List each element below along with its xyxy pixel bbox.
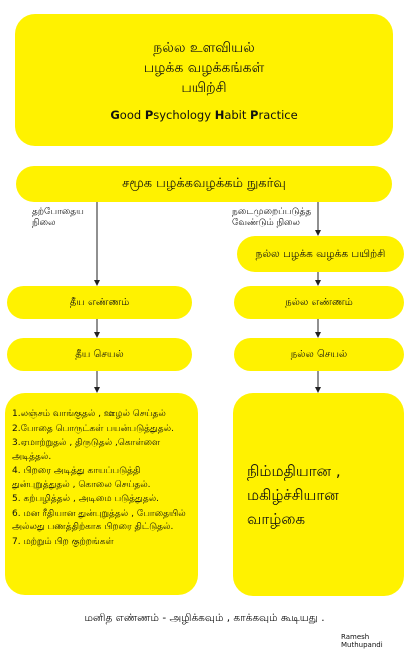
subtitle-english: Good Psychology Habit Practice — [110, 108, 298, 122]
list-item: 2.போதை பொருட்கள் பயன்படுத்துதல். — [12, 423, 174, 434]
list-item: 1.லஞ்சம் வாங்குதல் , ஊழல் செய்தல் — [12, 409, 166, 419]
good-life-line-1: நிம்மதியான , — [247, 461, 341, 480]
good-life-line-3: வாழ்கை — [247, 509, 306, 528]
footer-text: மனித எண்ணம் - அழிக்கவும் , காக்கவும் கூட… — [84, 612, 325, 624]
good-life-box: நிம்மதியான , மகிழ்ச்சியான வாழ்கை — [233, 393, 404, 596]
title-line-1: நல்ல உளவியல் — [153, 40, 255, 56]
bad-action-box: தீய செயல் — [7, 338, 192, 371]
list-item: 5. கற்பழித்தல் , அடிமை படுத்துதல். — [12, 494, 160, 505]
good-habit-practice-box: நல்ல பழக்க வழக்க பயிற்சி — [237, 236, 404, 272]
bad-thought-box: தீய எண்ணம் — [7, 286, 192, 319]
author-credit: Ramesh Muthupandi — [341, 633, 383, 649]
good-action-box: நல்ல செயல் — [234, 338, 404, 371]
title-line-2: பழக்க வழக்கங்கள் — [143, 60, 265, 76]
list-item: 4. பிறரை அடித்து காயப்படுத்தி துன்புறுத்… — [12, 466, 151, 490]
current-state-label: தற்போதைய நிலை — [32, 207, 84, 228]
required-state-label: நடைமுறைப்படுத்த வேண்டும் நிலை — [232, 207, 312, 228]
title-line-3: பயிற்சி — [181, 80, 227, 96]
list-item: 6. மன ரீதியான துன்புறுத்தல் , போதையில் அ… — [12, 508, 186, 533]
good-life-line-2: மகிழ்ச்சியான — [247, 485, 339, 504]
list-item: 3.ஏமாற்றுதல் , திருடுதல் ,கொள்ளை அடித்தல… — [12, 438, 161, 462]
good-thought-box: நல்ல எண்ணம் — [234, 286, 404, 319]
title-box: நல்ல உளவியல் பழக்க வழக்கங்கள் பயிற்சி Go… — [15, 14, 393, 146]
list-item: 7. மற்றும் பிற குற்றங்கள் — [12, 536, 114, 547]
social-habit-box: சமூக பழக்கவழக்கம் நுகர்வு — [16, 166, 392, 202]
bad-deeds-list-box: 1.லஞ்சம் வாங்குதல் , ஊழல் செய்தல் 2.போதை… — [5, 393, 198, 595]
bad-deeds-list: 1.லஞ்சம் வாங்குதல் , ஊழல் செய்தல் 2.போதை… — [12, 408, 192, 549]
